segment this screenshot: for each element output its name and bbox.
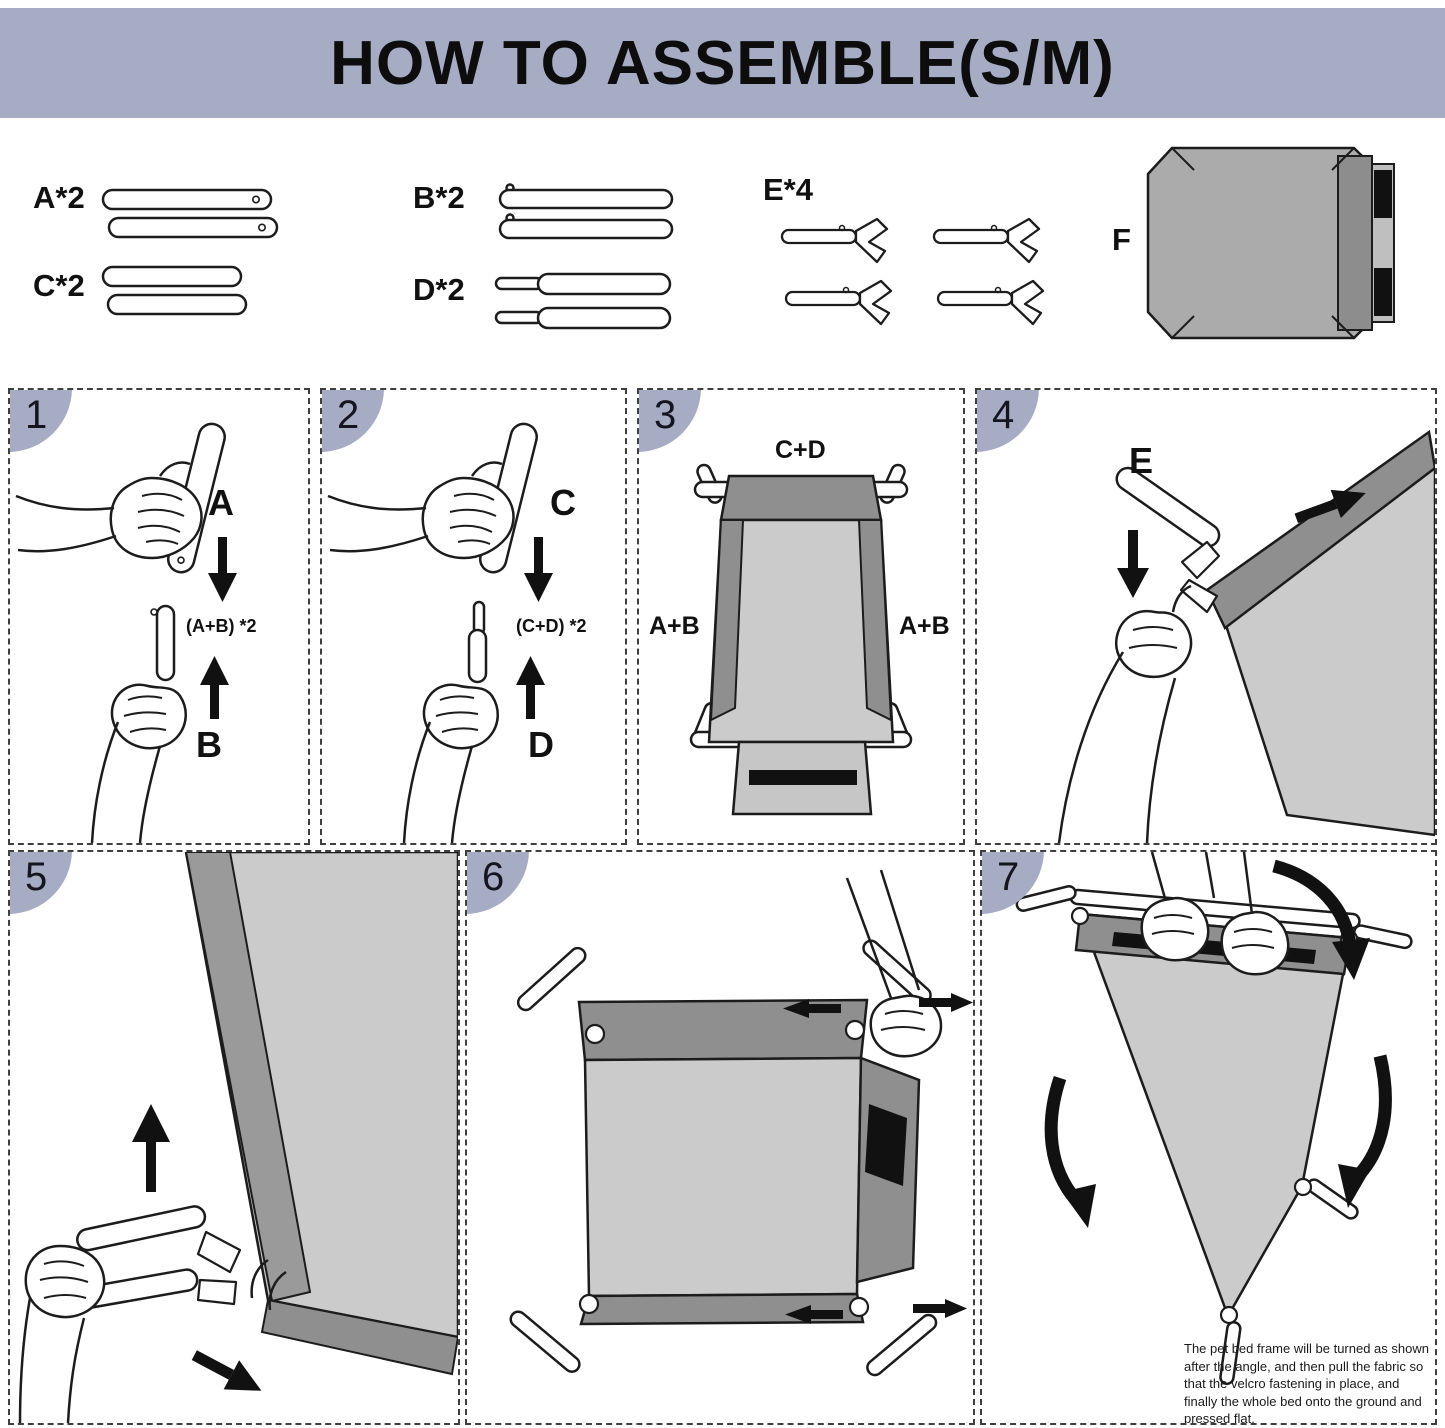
- upper-hand-illustration: [327, 461, 515, 560]
- part-e-connectors-illustration: [780, 217, 1045, 326]
- hand-illustration: [845, 869, 943, 1058]
- hands-illustration: [1140, 852, 1290, 976]
- corner-joints: [578, 1019, 870, 1318]
- step-7-panel: 7 The pet bed frame will be turned as sh…: [980, 850, 1437, 1425]
- press-arrows: [783, 993, 973, 1324]
- step-number: 5: [25, 855, 48, 899]
- step-number-badge: 5: [10, 852, 72, 914]
- step-number: 1: [25, 393, 48, 437]
- velcro-strip: [865, 1104, 907, 1186]
- step-5-illustration: [18, 852, 458, 1423]
- part-f-cover-illustration: [1146, 146, 1395, 340]
- fingers-illustration: [250, 1258, 287, 1311]
- arrow-up-icon: [132, 1104, 170, 1192]
- arrow-right-icon: [1294, 489, 1366, 523]
- step-1-panel: 1 A (A+B) *2 B: [8, 388, 310, 845]
- part-e-label: E*4: [763, 172, 813, 207]
- label-cd-sleeve: C+D: [775, 436, 826, 464]
- connector-e-icon: [780, 217, 1045, 326]
- step-3-panel: 3 C+D A+B A+B: [637, 388, 965, 845]
- part-b-tubes-illustration: [498, 183, 674, 240]
- part-b-label: B*2: [413, 180, 465, 215]
- arrow-up-icon: [200, 656, 229, 719]
- step-4-panel: 4 E: [975, 388, 1437, 845]
- step-6-illustration: [509, 869, 973, 1377]
- arrow-down-icon: [208, 537, 237, 602]
- step-number: 4: [992, 393, 1015, 437]
- step-7-note: The pet bed frame will be turned as show…: [1184, 1341, 1429, 1425]
- hand-illustration: [1057, 584, 1193, 843]
- label-part-c: C: [550, 482, 576, 523]
- label-combo-cd: (C+D) *2: [516, 616, 587, 636]
- title-banner: HOW TO ASSEMBLE(S/M): [0, 8, 1445, 118]
- label-part-a: A: [208, 482, 234, 523]
- part-d-label: D*2: [413, 272, 465, 307]
- lower-hand-illustration: [90, 683, 187, 843]
- step-5-panel: 5: [8, 850, 460, 1425]
- step-number: 2: [337, 393, 360, 437]
- label-part-d: D: [528, 724, 554, 765]
- hand-illustration: [18, 1244, 106, 1423]
- connector-e-icon: [1179, 540, 1221, 614]
- step-4-illustration: [1057, 429, 1435, 843]
- arrow-down-icon: [1117, 530, 1149, 598]
- step-7-illustration: [1015, 852, 1413, 1386]
- step-number-badge: 4: [977, 390, 1039, 452]
- velcro-strip: [749, 770, 857, 785]
- label-ab-right-sleeve: A+B: [899, 612, 950, 640]
- step-2-illustration: [327, 422, 553, 843]
- part-a-label: A*2: [33, 180, 85, 215]
- arrow-down-icon: [524, 537, 553, 602]
- connector-e-icon: [196, 1230, 242, 1306]
- rotate-arrows: [1044, 859, 1392, 1205]
- label-combo-ab: (A+B) *2: [186, 616, 257, 636]
- rotate-arrowheads: [1062, 938, 1370, 1228]
- part-d-tubes-illustration: [494, 272, 672, 330]
- legs-illustration: [1015, 885, 1413, 1386]
- part-f-label: F: [1112, 222, 1131, 257]
- step-number: 7: [997, 855, 1020, 899]
- step-1-illustration: [15, 422, 237, 843]
- part-c-label: C*2: [33, 268, 85, 303]
- step-6-panel: 6: [465, 850, 975, 1425]
- step-2-panel: 2 C (C+D) *2 D: [320, 388, 627, 845]
- part-c-tubes-illustration: [101, 265, 248, 316]
- upper-hand-illustration: [15, 461, 203, 560]
- label-part-e: E: [1129, 440, 1154, 481]
- arrow-down-right-icon: [191, 1350, 262, 1391]
- legs-illustration: [509, 939, 938, 1377]
- step-number: 3: [654, 393, 677, 437]
- lower-hand-illustration: [402, 683, 499, 843]
- step-3-illustration: [689, 463, 913, 816]
- label-ab-left-sleeve: A+B: [649, 612, 700, 640]
- step-number: 6: [482, 855, 505, 899]
- part-a-tubes-illustration: [101, 188, 279, 239]
- label-part-b: B: [196, 724, 222, 765]
- page-title: HOW TO ASSEMBLE(S/M): [330, 28, 1115, 98]
- arrow-up-icon: [516, 656, 545, 719]
